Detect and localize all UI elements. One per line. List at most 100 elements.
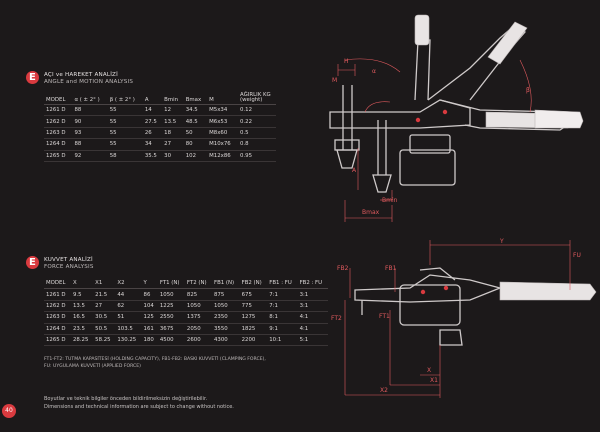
col-ft1: FT1 (N) — [159, 280, 180, 287]
cell: 27 — [164, 141, 172, 148]
table-header-row: MODEL X X1 X2 Y FT1 (N) FT2 (N) FB1 (N) … — [44, 278, 328, 289]
col-fb2: FB2 (N) — [241, 280, 262, 287]
cell: M10x76 — [209, 141, 231, 148]
cell: 1264 D — [46, 141, 66, 148]
cell: 4:1 — [299, 314, 309, 321]
col-model: MODEL — [46, 97, 66, 104]
cell: 8:1 — [269, 314, 278, 321]
title-tr: KUVVET ANALİZİ — [44, 257, 93, 263]
cell: 58 — [109, 152, 117, 159]
cell: 1265 D — [46, 152, 66, 159]
col-alpha: α ( ± 2° ) — [74, 97, 100, 104]
label-h: H — [344, 58, 349, 65]
label-fu: FU — [573, 252, 581, 259]
label-alpha: α — [372, 68, 376, 75]
col-x2: X2 — [117, 280, 125, 287]
cell: 1265 D — [46, 337, 66, 344]
cell: 93 — [74, 129, 82, 136]
cell: 180 — [143, 337, 154, 344]
force-analysis-table: MODEL X X1 X2 Y FT1 (N) FT2 (N) FB1 (N) … — [44, 278, 328, 346]
col-m: M — [209, 97, 214, 104]
cell: 125 — [143, 314, 154, 321]
cell: 7:1 — [269, 291, 278, 298]
cell: 2200 — [241, 337, 256, 344]
cell: 55 — [109, 141, 117, 148]
cell: 875 — [213, 291, 225, 298]
cell: 1264 D — [46, 325, 66, 332]
col-y: Y — [143, 280, 147, 287]
col-fb1-fu: FB1 : FU — [269, 280, 292, 287]
cell: 48.5 — [185, 118, 198, 125]
cell: 3675 — [159, 325, 174, 332]
cell: 13.5 — [164, 118, 177, 125]
cell: 55 — [109, 118, 117, 125]
cell: 3:1 — [299, 291, 309, 298]
note-line: FT1-FT2: TUTMA KAPASİTESİ (HOLDING CAPAC… — [44, 357, 266, 362]
col-bmin: Bmin — [164, 97, 179, 104]
col-bmax: Bmax — [185, 97, 202, 104]
cell: 5:1 — [299, 337, 309, 344]
col-ft2: FT2 (N) — [186, 280, 207, 287]
cell: 1275 — [241, 314, 256, 321]
cell: 80 — [185, 141, 193, 148]
note-line: FU: UYGULAMA KUVVETİ (APPLIED FORCE) — [44, 364, 141, 369]
footer-line-en: Dimensions and technical information are… — [44, 403, 234, 410]
cell: 9.5 — [72, 291, 82, 298]
table-header-row: MODEL α ( ± 2° ) β ( ± 2° ) A Bmin Bmax … — [44, 92, 276, 105]
footer-disclaimer: Boyutlar ve teknik bilgiler önceden bild… — [44, 396, 234, 411]
label-bmax: Bmax — [362, 209, 380, 216]
cell: 58.25 — [95, 337, 111, 344]
label-x2: X2 — [380, 387, 388, 394]
cell: 3550 — [213, 325, 228, 332]
cell: 50 — [185, 129, 193, 136]
cell: 7:1 — [269, 302, 278, 309]
page-number: 40 — [2, 404, 16, 418]
cell: 10:1 — [269, 337, 282, 344]
label-fb2: FB2 — [337, 265, 349, 272]
label-bmin: Bmin — [382, 197, 398, 204]
label-a: A — [352, 167, 357, 174]
section-icon-angle — [26, 71, 39, 84]
cell: 21.5 — [95, 291, 108, 298]
cell: M8x60 — [209, 129, 228, 136]
force-notes: FT1-FT2: TUTMA KAPASİTESİ (HOLDING CAPAC… — [44, 356, 266, 370]
cell: 775 — [241, 302, 252, 309]
cell: 104 — [143, 302, 154, 309]
cell: 0.95 — [240, 152, 253, 159]
cell: 102 — [185, 152, 196, 159]
cell: 2550 — [159, 314, 174, 321]
col-fb2-fu: FB2 : FU — [299, 280, 323, 287]
cell: 27.5 — [144, 118, 157, 125]
cell: 26 — [144, 129, 152, 136]
cell: 4:1 — [299, 325, 309, 332]
cell: 1375 — [186, 314, 201, 321]
cell: 23.5 — [72, 325, 85, 332]
col-a: A — [144, 97, 149, 104]
cell: 1050 — [186, 302, 201, 309]
label-fb1: FB1 — [385, 265, 397, 272]
cell: 55 — [109, 107, 117, 114]
cell: 51 — [117, 314, 125, 321]
cell: 2350 — [213, 314, 228, 321]
label-m: M — [332, 77, 337, 84]
cell: 86 — [143, 291, 151, 298]
cell: 1050 — [213, 302, 228, 309]
handle-grips — [414, 14, 584, 129]
label-beta: β — [526, 87, 530, 94]
cell: 1825 — [241, 325, 256, 332]
cell: 16.5 — [72, 314, 85, 321]
clamp-body-bottom — [354, 267, 503, 346]
cell: 0.5 — [240, 129, 249, 136]
cell: 18 — [164, 129, 172, 136]
cell: 55 — [109, 129, 117, 136]
cell: 34.5 — [185, 107, 198, 114]
dimension-labels-bottom: Y FU FB2 FB1 FT2 FT1 X X1 X2 — [331, 238, 581, 394]
handle-grip-bottom — [499, 281, 597, 301]
cell: 1050 — [159, 291, 174, 298]
